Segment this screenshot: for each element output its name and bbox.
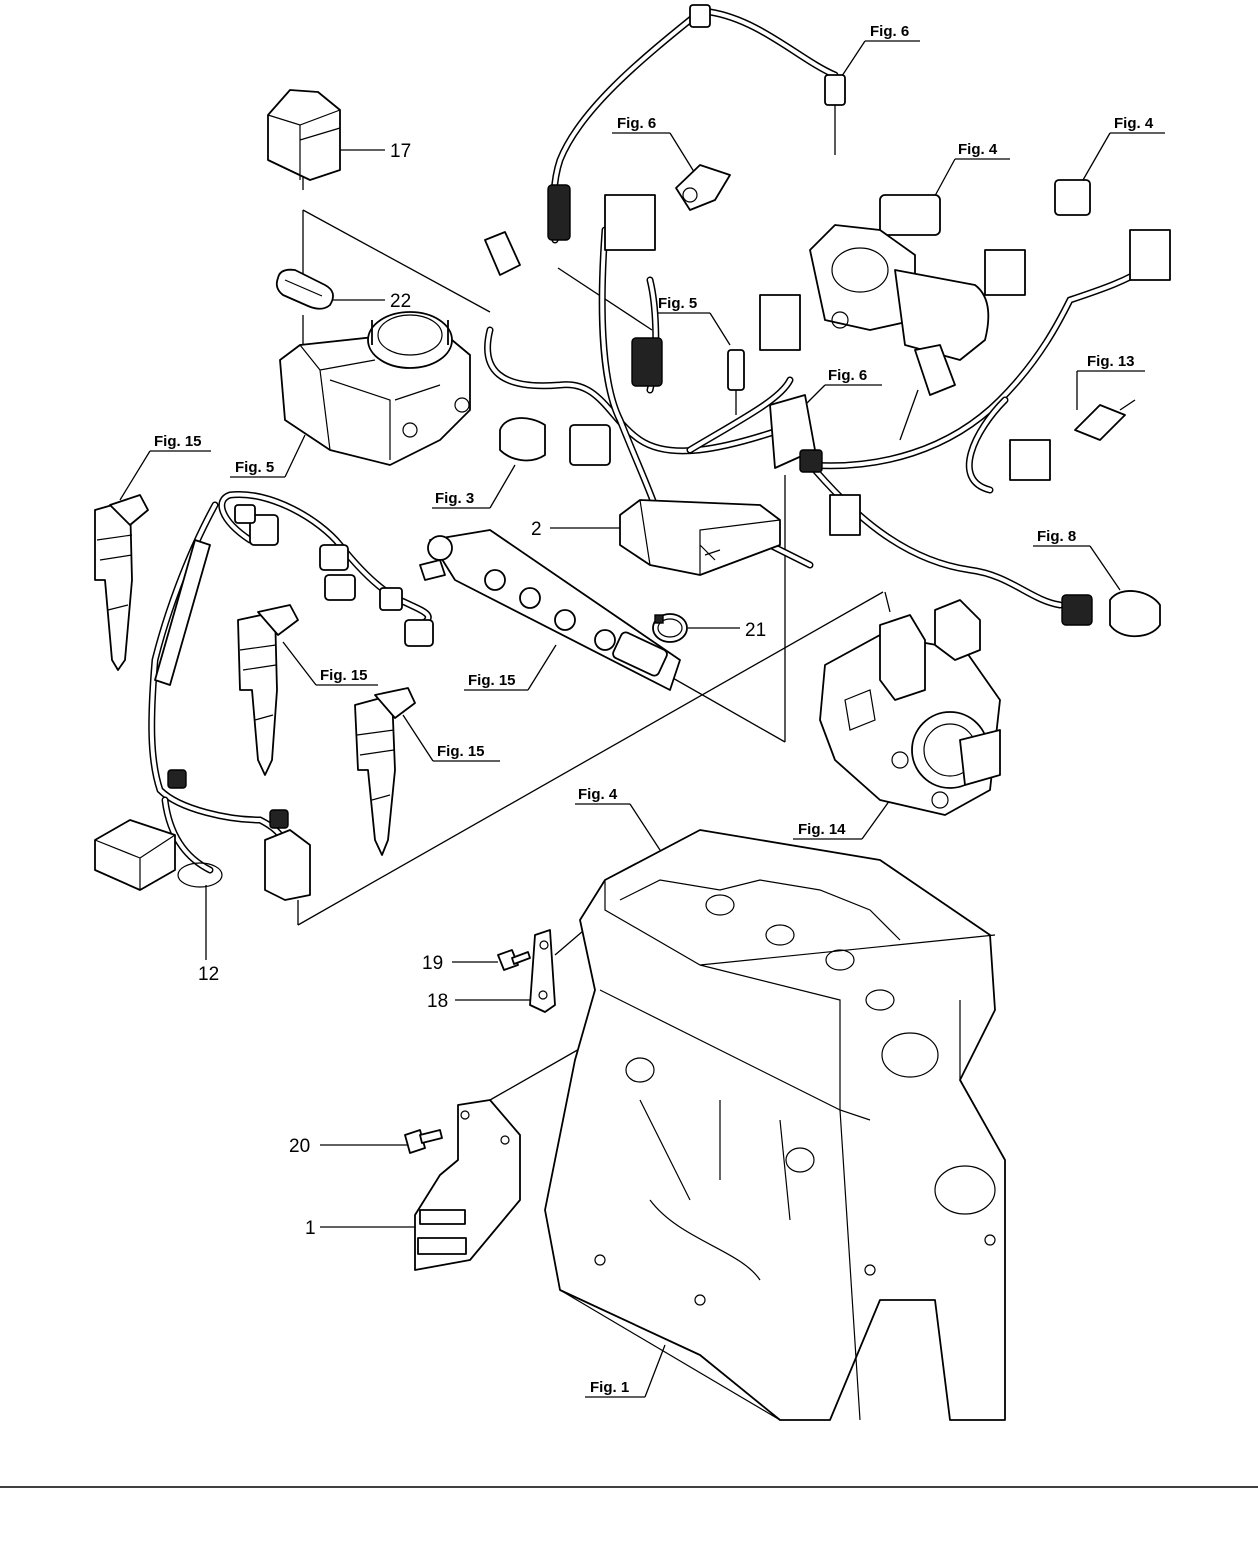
wire-harness-upper [484,8,1154,609]
sensor-fig8 [1061,590,1161,638]
callout-12: 12 [198,885,219,985]
part-number-12: 12 [198,964,219,985]
svg-text:Fig. 15: Fig. 15 [437,743,485,760]
injector-2 [237,604,299,776]
callout-20: 20 [289,1136,408,1157]
gasket [275,268,334,310]
egr-valve [809,224,990,396]
part-number-1: 1 [305,1218,316,1239]
fig-ref-6-sensor: Fig. 6 [612,115,697,176]
fig-ref-6-mid: Fig. 6 [799,367,882,411]
connector-cap [267,89,341,181]
svg-text:Fig. 15: Fig. 15 [154,433,202,450]
bracket-1 [414,1099,521,1271]
svg-text:Fig. 4: Fig. 4 [958,141,998,158]
part-number-22: 22 [390,291,411,312]
bolt-20 [404,1129,443,1154]
svg-text:Fig. 15: Fig. 15 [468,672,516,689]
harness-connector-12 [94,769,311,901]
callout-19: 19 [422,953,498,974]
fig-ref-5-throttle: Fig. 5 [230,434,306,478]
fig-ref-14: Fig. 14 [793,799,891,840]
callout-17: 17 [338,141,411,162]
hose-clamp [652,613,688,643]
sensor-fig6-top [824,74,846,155]
svg-text:Fig. 5: Fig. 5 [658,295,697,312]
fig-ref-15-left: Fig. 15 [119,433,211,501]
fig-ref-4-block: Fig. 4 [575,786,661,851]
fig-ref-6-top: Fig. 6 [837,23,920,83]
fig-ref-15-mid: Fig. 15 [282,641,378,686]
part-number-18: 18 [427,991,448,1012]
svg-text:Fig. 15: Fig. 15 [320,667,368,684]
svg-text:Fig. 6: Fig. 6 [828,367,867,384]
throttle-body [279,311,471,466]
callout-1: 1 [305,1218,415,1239]
injector-harness [148,490,434,874]
callout-22: 22 [330,291,411,312]
injector-3 [354,687,416,856]
part-number-20: 20 [289,1136,310,1157]
svg-text:Fig. 6: Fig. 6 [617,115,656,132]
fig-ref-15-rail: Fig. 15 [464,644,557,691]
injector-1 [94,494,149,671]
svg-text:Fig. 8: Fig. 8 [1037,528,1076,545]
fig-ref-4-egr: Fig. 4 [929,141,1010,206]
callout-21: 21 [688,620,766,641]
fig-ref-8: Fig. 8 [1033,528,1121,591]
part-number-21: 21 [745,620,766,641]
svg-text:Fig. 5: Fig. 5 [235,459,274,476]
assembly-lines [297,170,919,1101]
fig-ref-1: Fig. 1 [585,1344,666,1398]
engine-block [544,829,1006,1421]
harness-connectors [484,4,1171,536]
fig-ref-15-lower: Fig. 15 [402,714,500,762]
sensor-fig5 [727,349,745,415]
bolt-19 [497,949,531,971]
svg-text:Fig. 1: Fig. 1 [590,1379,629,1396]
sensor-fig6 [675,164,731,211]
callout-18: 18 [427,991,530,1012]
svg-text:Fig. 4: Fig. 4 [1114,115,1154,132]
part-number-2: 2 [531,519,542,540]
fig-ref-5-sensor: Fig. 5 [655,295,731,346]
part-number-19: 19 [422,953,443,974]
svg-text:Fig. 6: Fig. 6 [870,23,909,40]
sensor-fig13 [1074,399,1136,441]
high-pressure-pump [819,599,1001,816]
common-rail [419,529,681,691]
part-number-17: 17 [390,141,411,162]
control-module [619,499,781,576]
svg-text:Fig. 4: Fig. 4 [578,786,618,803]
svg-text:Fig. 3: Fig. 3 [435,490,474,507]
svg-text:Fig. 14: Fig. 14 [798,821,846,838]
fig-ref-3: Fig. 3 [432,464,516,509]
svg-text:Fig. 13: Fig. 13 [1087,353,1135,370]
bracket-18 [529,929,556,1013]
callout-2: 2 [531,519,628,540]
fig-ref-13: Fig. 13 [1076,353,1145,410]
fig-ref-4-right: Fig. 4 [1082,115,1165,181]
